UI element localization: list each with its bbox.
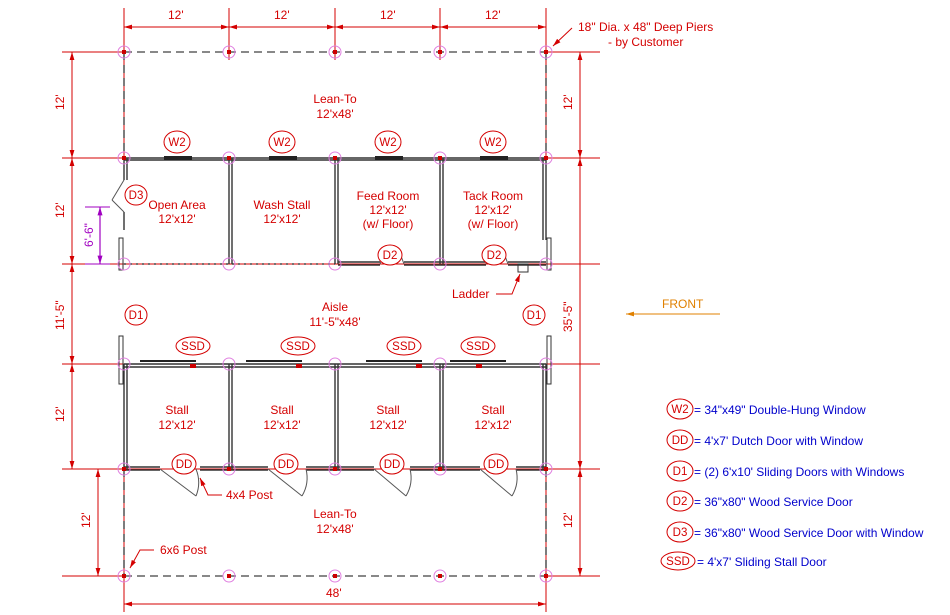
tag-ssd-2: SSD — [286, 341, 310, 353]
tag-w2-2: W2 — [273, 137, 290, 149]
legend-tag-w2: W2 — [671, 404, 688, 416]
legend-tag-d1: D1 — [673, 466, 688, 478]
tag-d2-feed: D2 — [383, 250, 398, 262]
stall-4-name: Stall — [481, 403, 504, 417]
right-dimensions: 12' 35'-5" 12' — [561, 52, 583, 576]
tag-d1-left: D1 — [129, 310, 144, 322]
legend-text-w2: = 34"x49" Double-Hung Window — [694, 403, 866, 417]
legend-text-ssd: = 4'x7' Sliding Stall Door — [697, 555, 827, 569]
tag-d3: D3 — [129, 190, 144, 202]
door-swings — [111, 179, 529, 497]
tags — [124, 130, 546, 475]
tack-room-size: 12'x12' — [474, 203, 511, 217]
bottom-dimension: 48' — [123, 576, 547, 612]
tack-room-note: (w/ Floor) — [468, 217, 519, 231]
legend: W2 = 34"x49" Double-Hung Window DD = 4'x… — [660, 398, 924, 571]
legend-tag-dd: DD — [672, 435, 689, 447]
windows-w2 — [164, 156, 508, 160]
legend-tag-ssd: SSD — [666, 556, 690, 568]
ladder-note: Ladder — [452, 287, 489, 301]
stall-2-size: 12'x12' — [263, 418, 300, 432]
feed-room-note: (w/ Floor) — [363, 217, 414, 231]
dim-door-height: 6'-6" — [82, 223, 96, 247]
stall-1-name: Stall — [165, 403, 188, 417]
legend-text-d3: = 36"x80" Wood Service Door with Window — [694, 526, 924, 540]
annotations: Ladder 4x4 Post 6x6 Post FRONT — [129, 273, 720, 569]
tag-ssd-4: SSD — [466, 341, 490, 353]
tag-w2-3: W2 — [379, 137, 396, 149]
post-4x4-note: 4x4 Post — [226, 488, 273, 502]
dim-right-1: 12' — [561, 94, 575, 110]
room-labels: Lean-To 12'x48' Open Area 12'x12' Wash S… — [148, 92, 523, 536]
sliding-stall-doors — [140, 360, 506, 368]
door-height-dimension: 6'-6" — [82, 206, 110, 265]
legend-text-d1: = (2) 6'x10' Sliding Doors with Windows — [694, 465, 904, 479]
left-dimensions: 12' 12' 11'-5" 12' 12' — [53, 52, 101, 576]
dim-left-2: 12' — [53, 202, 67, 218]
tag-labels: W2 W2 W2 W2 D3 D2 D2 D1 D1 SSD SSD SSD S… — [129, 137, 542, 471]
tag-ssd-1: SSD — [181, 341, 205, 353]
lean-to-bottom-name: Lean-To — [313, 507, 357, 521]
tag-ssd-3: SSD — [392, 341, 416, 353]
tag-dd-2: DD — [278, 459, 295, 471]
legend-tag-d3: D3 — [673, 527, 688, 539]
aisle-name: Aisle — [322, 300, 348, 314]
wash-stall-name: Wash Stall — [254, 198, 311, 212]
dim-top-1: 12' — [168, 8, 184, 22]
tag-w2-4: W2 — [484, 137, 501, 149]
vertical-grid — [123, 52, 547, 576]
front-label: FRONT — [662, 297, 704, 311]
lean-to-top-size: 12'x48' — [316, 107, 353, 121]
stall-3-name: Stall — [376, 403, 399, 417]
tag-d1-right: D1 — [527, 310, 542, 322]
stall-2-name: Stall — [270, 403, 293, 417]
top-dimensions: 12' 12' 12' 12' — [123, 8, 547, 60]
lean-to-top-name: Lean-To — [313, 92, 357, 106]
dim-left-5: 12' — [79, 512, 93, 528]
tag-dd-4: DD — [488, 459, 505, 471]
feed-room-name: Feed Room — [357, 189, 420, 203]
dim-top-2: 12' — [274, 8, 290, 22]
wash-stall-size: 12'x12' — [263, 212, 300, 226]
dim-right-total: 35'-5" — [561, 301, 575, 332]
stall-3-size: 12'x12' — [369, 418, 406, 432]
tack-room-name: Tack Room — [463, 189, 523, 203]
legend-text-dd: = 4'x7' Dutch Door with Window — [694, 434, 863, 448]
dim-bottom-total: 48' — [326, 586, 342, 600]
open-area-name: Open Area — [148, 198, 206, 212]
tag-dd-1: DD — [176, 459, 193, 471]
dim-left-1: 12' — [53, 94, 67, 110]
pier-note: 18" Dia. x 48" Deep Piers - by Customer — [552, 20, 713, 49]
dim-left-3: 11'-5" — [53, 300, 67, 330]
pier-note-line1: 18" Dia. x 48" Deep Piers — [578, 20, 713, 34]
pier-note-line2: - by Customer — [608, 35, 683, 49]
lean-to-bottom-size: 12'x48' — [316, 522, 353, 536]
feed-room-size: 12'x12' — [369, 203, 406, 217]
tag-w2-1: W2 — [168, 137, 185, 149]
legend-text-d2: = 36"x80" Wood Service Door — [694, 495, 853, 509]
open-area-size: 12'x12' — [158, 212, 195, 226]
post-6x6-note: 6x6 Post — [160, 543, 207, 557]
dim-top-4: 12' — [485, 8, 501, 22]
tag-d2-tack: D2 — [487, 250, 502, 262]
aisle-size: 11'-5"x48' — [309, 315, 360, 329]
dim-top-3: 12' — [380, 8, 396, 22]
stall-1-size: 12'x12' — [158, 418, 195, 432]
tag-dd-3: DD — [384, 459, 401, 471]
dim-left-4: 12' — [53, 406, 67, 422]
stall-4-size: 12'x12' — [474, 418, 511, 432]
legend-tag-d2: D2 — [673, 496, 688, 508]
dim-right-3: 12' — [561, 512, 575, 528]
piers — [117, 45, 553, 583]
lean-to-outlines — [123, 51, 547, 577]
